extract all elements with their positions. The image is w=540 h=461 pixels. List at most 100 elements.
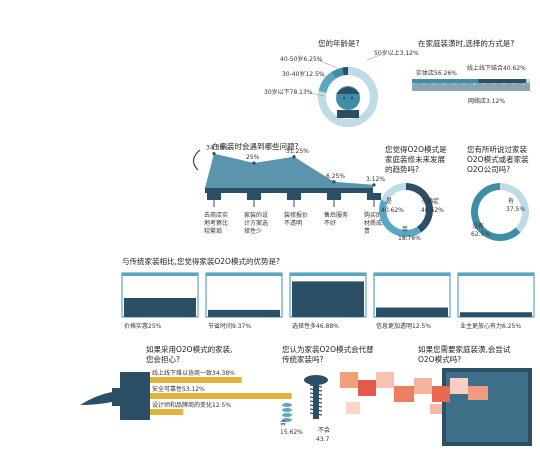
problem-roller-head: [327, 193, 341, 200]
mosaic-tile: [394, 386, 414, 402]
problem-category-label: 不好: [324, 219, 336, 227]
age-slice: [331, 67, 344, 79]
problem-category-label: 装修报价: [284, 211, 308, 219]
person-icon: [336, 86, 360, 118]
advantage-bar: [124, 298, 196, 317]
mosaic-tile: [468, 386, 488, 400]
screw-threads: [309, 384, 323, 416]
screw-shaft: [313, 383, 319, 419]
advantage-box: [457, 272, 535, 318]
brush-bristles: [120, 372, 150, 420]
advantage-box-header: [122, 273, 198, 276]
advantage-bar: [376, 307, 448, 317]
replace-label-0a: 会: [280, 419, 286, 427]
try-title-line-1: O2O模式吗?: [418, 354, 461, 364]
age-leader-3: [309, 92, 325, 97]
heard-label-0b: 37.5%: [506, 206, 525, 213]
screw-thread: [309, 408, 323, 412]
heard-title-line-0: 您有所听说过家装: [467, 144, 527, 154]
person-hair: [336, 87, 360, 94]
problem-category-label: 售后服务: [324, 211, 348, 219]
advantages-title: 与传统家装相比,您觉得家装O2O模式的优势是?: [122, 256, 280, 266]
mosaic-tile: [376, 372, 394, 388]
method-label-0: 实体店56.26%: [416, 69, 457, 77]
trend-label-2b: 18.76%: [398, 235, 421, 242]
heard-title-line-1: O2O模式或者家装: [467, 154, 529, 164]
screw-thread: [309, 412, 323, 416]
advantage-label: 信息更加透明12.5%: [376, 322, 431, 330]
advantage-label: 节省时间9.37%: [208, 322, 251, 330]
advantage-label: 选择性多46.88%: [292, 322, 339, 330]
worry-label: 设计师和品牌商的变化12.5%: [152, 401, 231, 409]
person-eye-right: [350, 96, 354, 100]
try-panel: 如果您需要家庭装潢,会尝试 O2O模式吗?: [340, 344, 532, 446]
screw-thread: [309, 384, 323, 388]
method-bar: [412, 79, 479, 83]
advantage-bar: [208, 309, 280, 317]
replace-stack-coin: [282, 418, 292, 422]
screw-icon: [304, 375, 328, 419]
problem-point: [292, 155, 296, 159]
heard-label-0a: 有: [508, 197, 514, 205]
trend-title-line-1: 家庭装修未来发展: [385, 154, 445, 164]
trend-title-line-2: 的趋势吗?: [385, 164, 419, 174]
trend-label-2a: 否: [402, 226, 408, 233]
trend-title-line-0: 您觉得O2O模式是: [385, 144, 447, 154]
worry-bar: [150, 377, 242, 383]
worries-panel: 如果采用O2O模式的家装, 您会担心? 线上线下难以协商一致34.38%安全可靠…: [80, 344, 292, 420]
advantage-box: [205, 272, 283, 318]
mosaic-tile: [358, 380, 376, 396]
trend-label-0a: 是: [386, 198, 392, 205]
problem-category-label: 去商店实: [204, 211, 228, 219]
problem-point: [332, 180, 336, 184]
problem-value-label: 31.25%: [286, 148, 309, 155]
paint-roller-icon: [192, 149, 201, 171]
screw-thread: [309, 388, 323, 392]
mosaic-tile: [340, 372, 358, 388]
trend-panel: 您觉得O2O模式是 家庭装修未来发展 的趋势吗? 是 40.62% 不确定 40…: [379, 144, 447, 242]
problem-value-label: 34.38%: [206, 145, 229, 152]
age-title: 您的年龄是?: [318, 38, 359, 48]
trend-slice: [381, 183, 406, 203]
try-title-line-0: 如果您需要家庭装潢,会尝试: [418, 344, 511, 354]
worry-bar: [150, 393, 292, 399]
trend-slice: [379, 199, 422, 237]
problem-category-label: 家装的设: [244, 211, 268, 219]
problem-category-label: 计方案选: [244, 219, 268, 227]
problems-title: 在家装时会遇到哪些问题?: [212, 141, 298, 151]
worries-title-line-1: 您会担心?: [146, 354, 180, 364]
worry-label: 线上线下难以协商一致34.38%: [152, 369, 235, 377]
worries-bars: 线上线下难以协商一致34.38%安全可靠性53.12%设计师和品牌商的变化12.…: [150, 369, 292, 415]
screw-thread: [309, 400, 323, 404]
mosaic-tile: [432, 386, 450, 402]
method-panel: 在家庭装潢时,选择的方式是? 实体店56.26% 线上线下结合40.62% 网络…: [412, 38, 531, 105]
person-body: [337, 110, 359, 118]
problem-roller-head: [207, 193, 221, 200]
age-leader-1: [317, 59, 338, 69]
brush-ferrule: [112, 388, 120, 406]
trend-ring: [379, 183, 433, 237]
age-label-1: 40-50岁6.25%: [280, 55, 323, 63]
problem-category-label: 不透明: [284, 219, 302, 227]
screw-thread: [309, 396, 323, 400]
mosaic-tile: [414, 378, 432, 394]
advantage-box-header: [206, 273, 282, 276]
replace-label-1b: 43.7: [316, 436, 330, 443]
problem-roller-head: [367, 193, 381, 200]
heard-slice: [471, 183, 521, 241]
advantage-bar: [292, 281, 364, 317]
problem-category-label: 择性少: [244, 227, 262, 235]
paint-brush-icon: [80, 372, 150, 420]
advantages-panel: 与传统家装相比,您觉得家装O2O模式的优势是? 价格实惠25% 节省时间9.37%…: [121, 256, 535, 330]
problems-baseline: [205, 188, 373, 193]
worry-bar: [150, 409, 184, 415]
screw-thread: [309, 392, 323, 396]
worries-title-line-0: 如果采用O2O模式的家装,: [146, 344, 232, 354]
mosaic-tile: [430, 404, 442, 414]
problem-value-label: 6.25%: [326, 173, 345, 180]
age-slice: [318, 72, 336, 93]
advantage-label: 业主更放心有力6.25%: [460, 322, 521, 330]
age-leader-0: [366, 54, 381, 61]
advantage-label: 价格实惠25%: [124, 322, 162, 330]
